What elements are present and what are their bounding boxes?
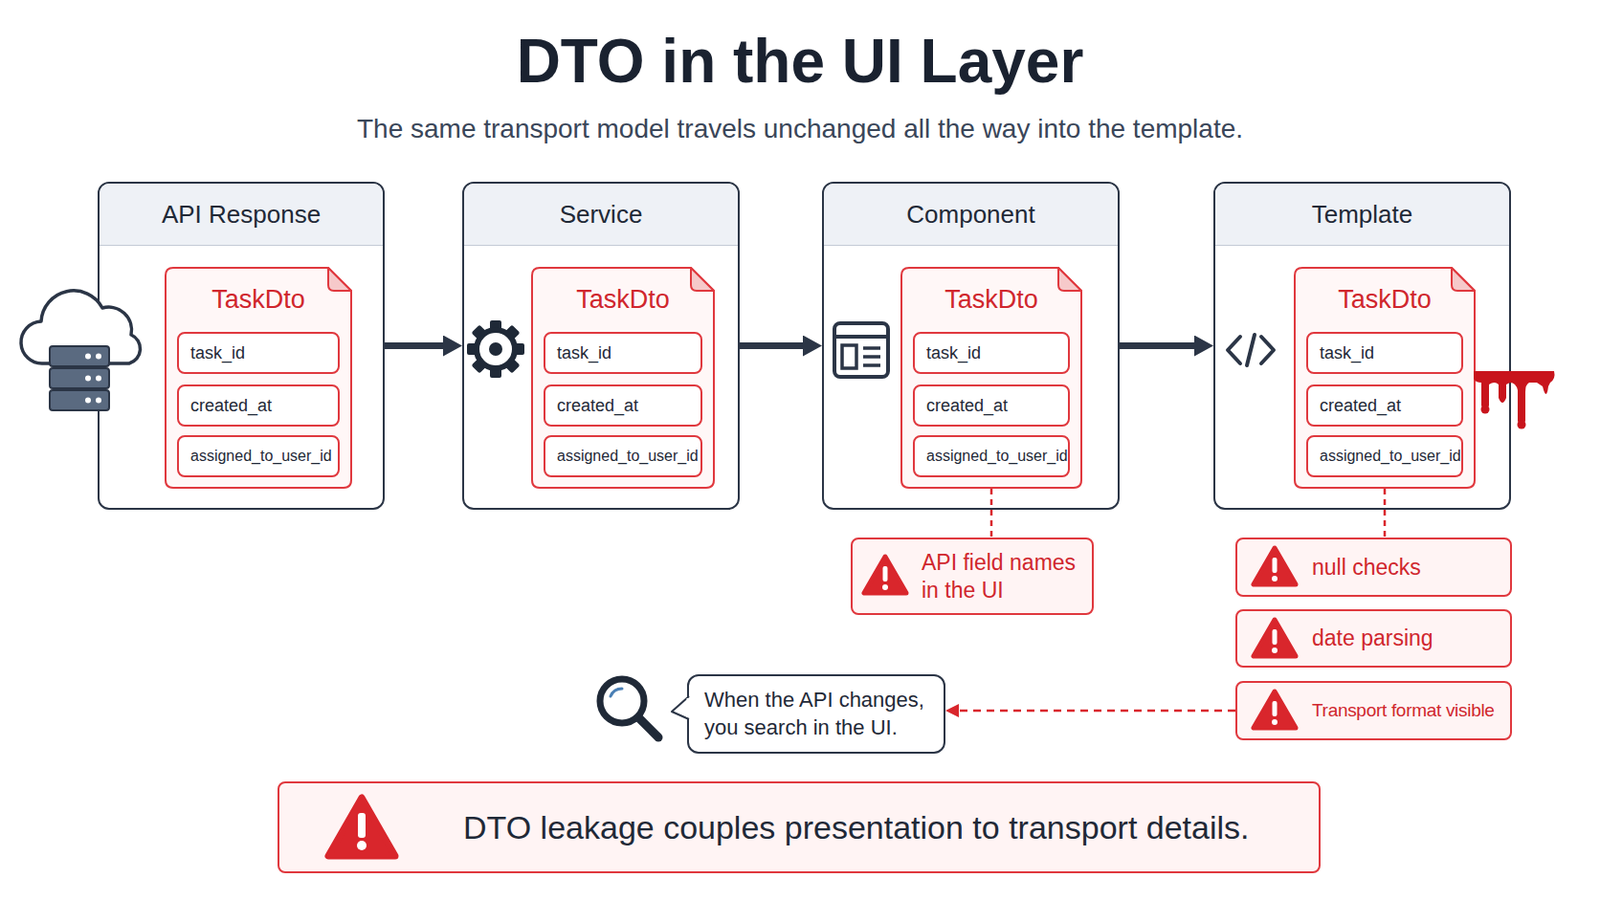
dto-name: TaskDto — [164, 280, 353, 319]
field-box: assigned_to_user_id — [912, 435, 1070, 478]
field-box: assigned_to_user_id — [177, 435, 340, 478]
dto-name: TaskDto — [900, 280, 1083, 319]
card-border — [901, 267, 1082, 489]
field-name: created_at — [178, 396, 272, 417]
callout-text: Transport format visible — [1311, 699, 1495, 723]
server-led — [85, 354, 91, 360]
warning-callout: API field names in the UI — [850, 537, 1094, 616]
field-name: assigned_to_user_id — [178, 447, 333, 466]
card-fold — [1058, 267, 1082, 291]
field-box: created_at — [177, 384, 340, 427]
callout-text: null checks — [1311, 554, 1422, 582]
magnifier-lens — [600, 679, 645, 724]
subtitle-text: The same transport model travels unchang… — [0, 109, 1600, 150]
flow-arrow — [384, 342, 444, 350]
speech-bubble: When the API changes, you search in the … — [687, 674, 946, 755]
drip-drop — [1517, 421, 1527, 430]
dto-name: TaskDto — [531, 280, 715, 319]
field-name: task_id — [178, 343, 245, 364]
warning-callout: date parsing — [1235, 609, 1512, 668]
stage-box: TemplateTaskDto task_id created_at assigned… — [1213, 181, 1512, 511]
dashed-arrow — [958, 710, 1236, 713]
field-box: created_at — [543, 384, 703, 427]
field-name: assigned_to_user_id — [1308, 447, 1462, 466]
stage-title: Component — [823, 183, 1118, 246]
field-name: created_at — [545, 396, 639, 417]
stage-title: API Response — [99, 183, 383, 246]
field-name: created_at — [1308, 396, 1401, 417]
stage-box: API ResponseTaskDto task_id created_atassi… — [97, 181, 385, 511]
field-name: task_id — [545, 343, 612, 364]
bubble-text: When the API changes, you search in the … — [704, 687, 934, 742]
warning-callout: null checks — [1235, 537, 1512, 598]
flow-arrow — [1119, 342, 1195, 350]
banner-text: DTO leakage couples presentation to tran… — [463, 809, 1250, 847]
field-box: assigned_to_user_id — [1306, 435, 1464, 478]
card-fold — [328, 267, 352, 291]
server-led — [85, 398, 91, 404]
card-border — [1294, 267, 1475, 489]
diagram-title: DTO in the UI Layer — [0, 21, 1600, 102]
field-name: task_id — [914, 343, 981, 364]
stage-box: ServiceTaskDto task_id created_at assigned_… — [462, 181, 740, 511]
magnifier-handle — [638, 717, 659, 738]
field-box: assigned_to_user_id — [543, 435, 703, 478]
dto-card: TaskDto task_id created_at assigned_to_user… — [1293, 266, 1476, 489]
field-box: task_id — [1306, 332, 1464, 375]
magnifier-icon — [600, 679, 659, 738]
warning-callout: Transport format visible — [1235, 681, 1512, 741]
dto-card: TaskDto task_id created_at assigned_to_user… — [164, 266, 353, 489]
field-box: task_id — [177, 332, 340, 375]
card-fold — [1451, 267, 1475, 291]
lens-glint — [610, 688, 623, 697]
field-box: task_id — [543, 332, 703, 375]
dto-card: TaskDto task_id created_at assigned_to_user… — [900, 266, 1083, 489]
field-name: created_at — [914, 396, 1008, 417]
warning-banner: DTO leakage couples presentation to tran… — [277, 781, 1321, 874]
dto-name: TaskDto — [1293, 280, 1476, 319]
stage-box: ComponentTaskDto task_id created_atassigne… — [822, 181, 1120, 511]
field-box: task_id — [912, 332, 1070, 375]
card-border — [532, 267, 714, 489]
stage-title: Template — [1215, 183, 1510, 246]
flow-arrow — [739, 342, 803, 350]
field-name: task_id — [1308, 343, 1375, 364]
field-box: created_at — [912, 384, 1070, 427]
server-led — [85, 376, 91, 382]
card-border — [165, 267, 352, 489]
field-box: created_at — [1306, 384, 1464, 427]
dto-card: TaskDto task_id created_at assigned_to_user… — [531, 266, 715, 489]
stage-title: Service — [464, 183, 738, 246]
callout-text: date parsing — [1311, 624, 1434, 653]
field-name: assigned_to_user_id — [914, 447, 1068, 466]
card-fold — [690, 267, 714, 291]
field-name: assigned_to_user_id — [545, 447, 699, 466]
callout-text: API field names in the UI — [921, 549, 1085, 605]
